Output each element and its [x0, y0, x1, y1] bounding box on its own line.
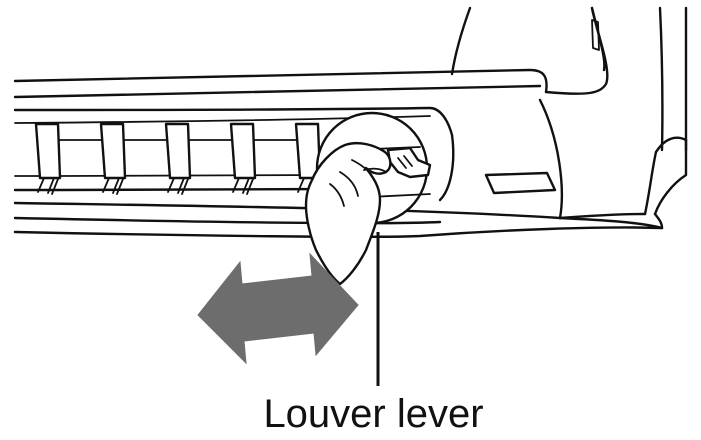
louver-3 — [164, 122, 192, 195]
louvers — [34, 122, 322, 195]
louver-4 — [229, 122, 257, 195]
double-arrow-icon — [197, 252, 359, 365]
hand-illustration — [304, 141, 392, 286]
indoor-unit-body — [13, 6, 688, 238]
louver-1 — [34, 122, 62, 195]
louver-lever-label: Louver lever — [263, 392, 484, 436]
louver-2 — [99, 122, 127, 195]
